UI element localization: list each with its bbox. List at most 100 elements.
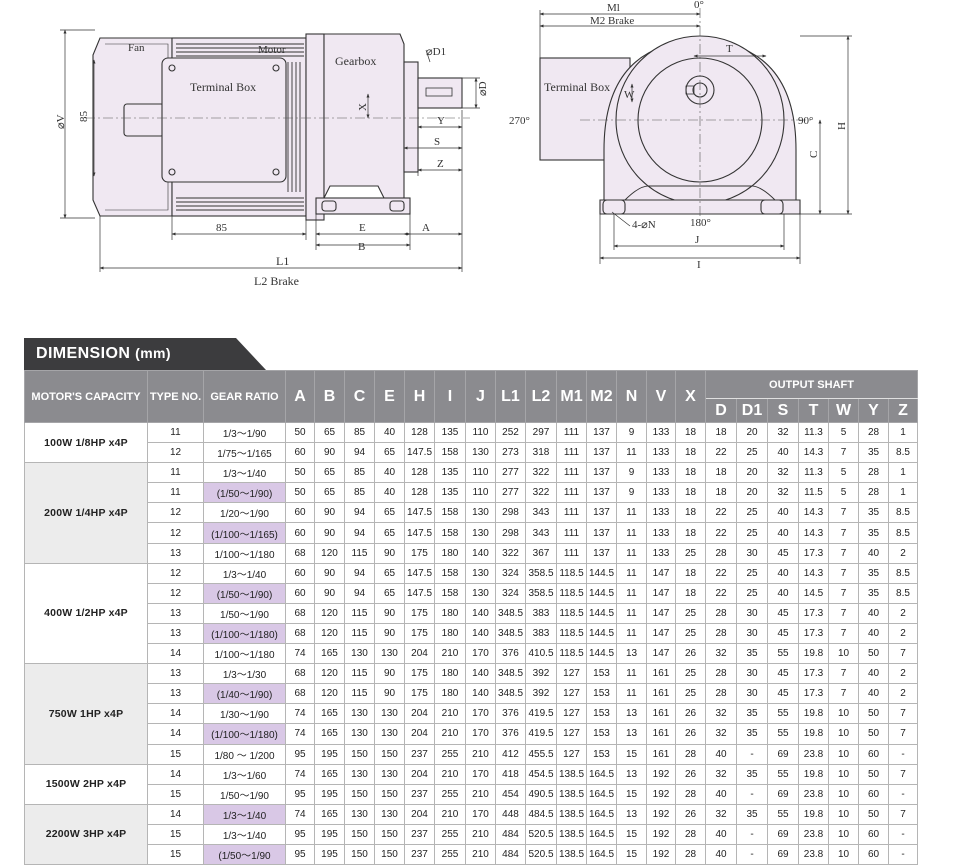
cell-value: 13 bbox=[616, 643, 647, 665]
cell-value: 95 bbox=[285, 823, 315, 845]
cell-value: 204 bbox=[404, 643, 435, 665]
cell-value: 22 bbox=[705, 442, 737, 464]
cell-value: - bbox=[888, 743, 918, 765]
cell-value: 343 bbox=[525, 522, 557, 544]
cell-value: 111 bbox=[556, 502, 587, 524]
header-dim-a: A bbox=[285, 370, 315, 423]
cell-value: 9 bbox=[616, 462, 647, 484]
cell-value: 10 bbox=[828, 843, 859, 866]
cell-type: 15 bbox=[147, 823, 204, 845]
header-shaft-d: D bbox=[705, 398, 737, 423]
cell-value: 40 bbox=[374, 462, 405, 484]
cell-value: 170 bbox=[465, 803, 496, 825]
cell-value: 25 bbox=[675, 622, 706, 645]
cell-value: 111 bbox=[556, 462, 587, 484]
cell-value: 7 bbox=[828, 683, 859, 705]
cell-gear-ratio: 1/50〜1/90 bbox=[203, 602, 286, 624]
cell-value: 90 bbox=[374, 663, 405, 685]
cell-value: 358.5 bbox=[525, 582, 557, 604]
cell-value: - bbox=[888, 823, 918, 845]
cell-value: 133 bbox=[646, 462, 676, 484]
cell-value: 40 bbox=[705, 843, 737, 866]
header-dim-m2: M2 bbox=[586, 370, 617, 423]
cell-value: 175 bbox=[404, 663, 435, 685]
cell-type: 13 bbox=[147, 602, 204, 624]
cell-value: 7 bbox=[828, 622, 859, 645]
cell-value: 25 bbox=[736, 522, 768, 544]
cell-value: 170 bbox=[465, 723, 496, 745]
cell-type: 12 bbox=[147, 442, 204, 464]
cell-value: 118.5 bbox=[556, 562, 587, 584]
cell-value: 85 bbox=[344, 462, 375, 484]
cell-value: 19.8 bbox=[798, 803, 829, 825]
cell-value: 192 bbox=[646, 843, 676, 866]
cell-value: 20 bbox=[736, 462, 768, 484]
cell-value: 120 bbox=[314, 542, 345, 564]
cell-value: 111 bbox=[556, 442, 587, 464]
cell-value: 18 bbox=[705, 482, 737, 504]
cell-value: 412 bbox=[495, 743, 526, 765]
cell-value: 40 bbox=[767, 562, 799, 584]
cell-value: 127 bbox=[556, 743, 587, 765]
header-capacity: MOTOR'S CAPACITY bbox=[24, 370, 148, 423]
cell-value: 35 bbox=[858, 582, 889, 604]
cell-value: 322 bbox=[495, 542, 526, 564]
label-c: C bbox=[808, 151, 820, 158]
dimension-title-text: DIMENSION bbox=[36, 345, 131, 362]
header-ratio: GEAR RATIO bbox=[203, 370, 286, 423]
cell-value: 252 bbox=[495, 421, 526, 444]
cell-value: 175 bbox=[404, 622, 435, 645]
cell-value: 40 bbox=[858, 542, 889, 564]
cell-value: 130 bbox=[344, 643, 375, 665]
cell-value: 484.5 bbox=[525, 803, 557, 825]
cell-gear-ratio: 1/3〜1/40 bbox=[203, 823, 286, 845]
cell-value: 22 bbox=[705, 582, 737, 604]
cell-value: 204 bbox=[404, 803, 435, 825]
cell-value: 55 bbox=[767, 643, 799, 665]
cell-value: 348.5 bbox=[495, 622, 526, 645]
cell-value: 35 bbox=[736, 723, 768, 745]
cell-value: 7 bbox=[828, 442, 859, 464]
cell-type: 15 bbox=[147, 743, 204, 765]
cell-value: 392 bbox=[525, 663, 557, 685]
cell-type: 15 bbox=[147, 783, 204, 805]
cell-value: 130 bbox=[465, 522, 496, 544]
cell-value: 35 bbox=[736, 643, 768, 665]
cell-type: 12 bbox=[147, 522, 204, 544]
cell-value: 237 bbox=[404, 783, 435, 805]
cell-value: 74 bbox=[285, 723, 315, 745]
cell-value: 180 bbox=[434, 602, 466, 624]
cell-value: 376 bbox=[495, 703, 526, 725]
cell-value: 11 bbox=[616, 542, 647, 564]
cell-value: 10 bbox=[828, 643, 859, 665]
cell-value: 8.5 bbox=[888, 562, 918, 584]
cell-value: 22 bbox=[705, 562, 737, 584]
cell-value: 90 bbox=[374, 622, 405, 645]
label-d: ⌀D bbox=[477, 81, 489, 96]
cell-value: 45 bbox=[767, 542, 799, 564]
cell-value: 133 bbox=[646, 502, 676, 524]
cell-value: 32 bbox=[705, 803, 737, 825]
label-terminal-box-front: Terminal Box bbox=[544, 80, 610, 94]
cell-value: 120 bbox=[314, 622, 345, 645]
cell-value: 19.8 bbox=[798, 703, 829, 725]
label-a: A bbox=[422, 222, 430, 234]
cell-gear-ratio: 1/3〜1/30 bbox=[203, 663, 286, 685]
cell-value: 95 bbox=[285, 843, 315, 866]
cell-value: 255 bbox=[434, 783, 466, 805]
cell-value: 130 bbox=[374, 763, 405, 785]
cell-value: 17.3 bbox=[798, 602, 829, 624]
cell-value: 1 bbox=[888, 462, 918, 484]
cell-value: 55 bbox=[767, 723, 799, 745]
cell-value: 118.5 bbox=[556, 643, 587, 665]
cell-value: 10 bbox=[828, 723, 859, 745]
cell-value: 68 bbox=[285, 542, 315, 564]
cell-value: 115 bbox=[344, 622, 375, 645]
cell-value: 158 bbox=[434, 502, 466, 524]
cell-value: 150 bbox=[374, 783, 405, 805]
cell-value: 65 bbox=[374, 582, 405, 604]
cell-value: 7 bbox=[888, 703, 918, 725]
